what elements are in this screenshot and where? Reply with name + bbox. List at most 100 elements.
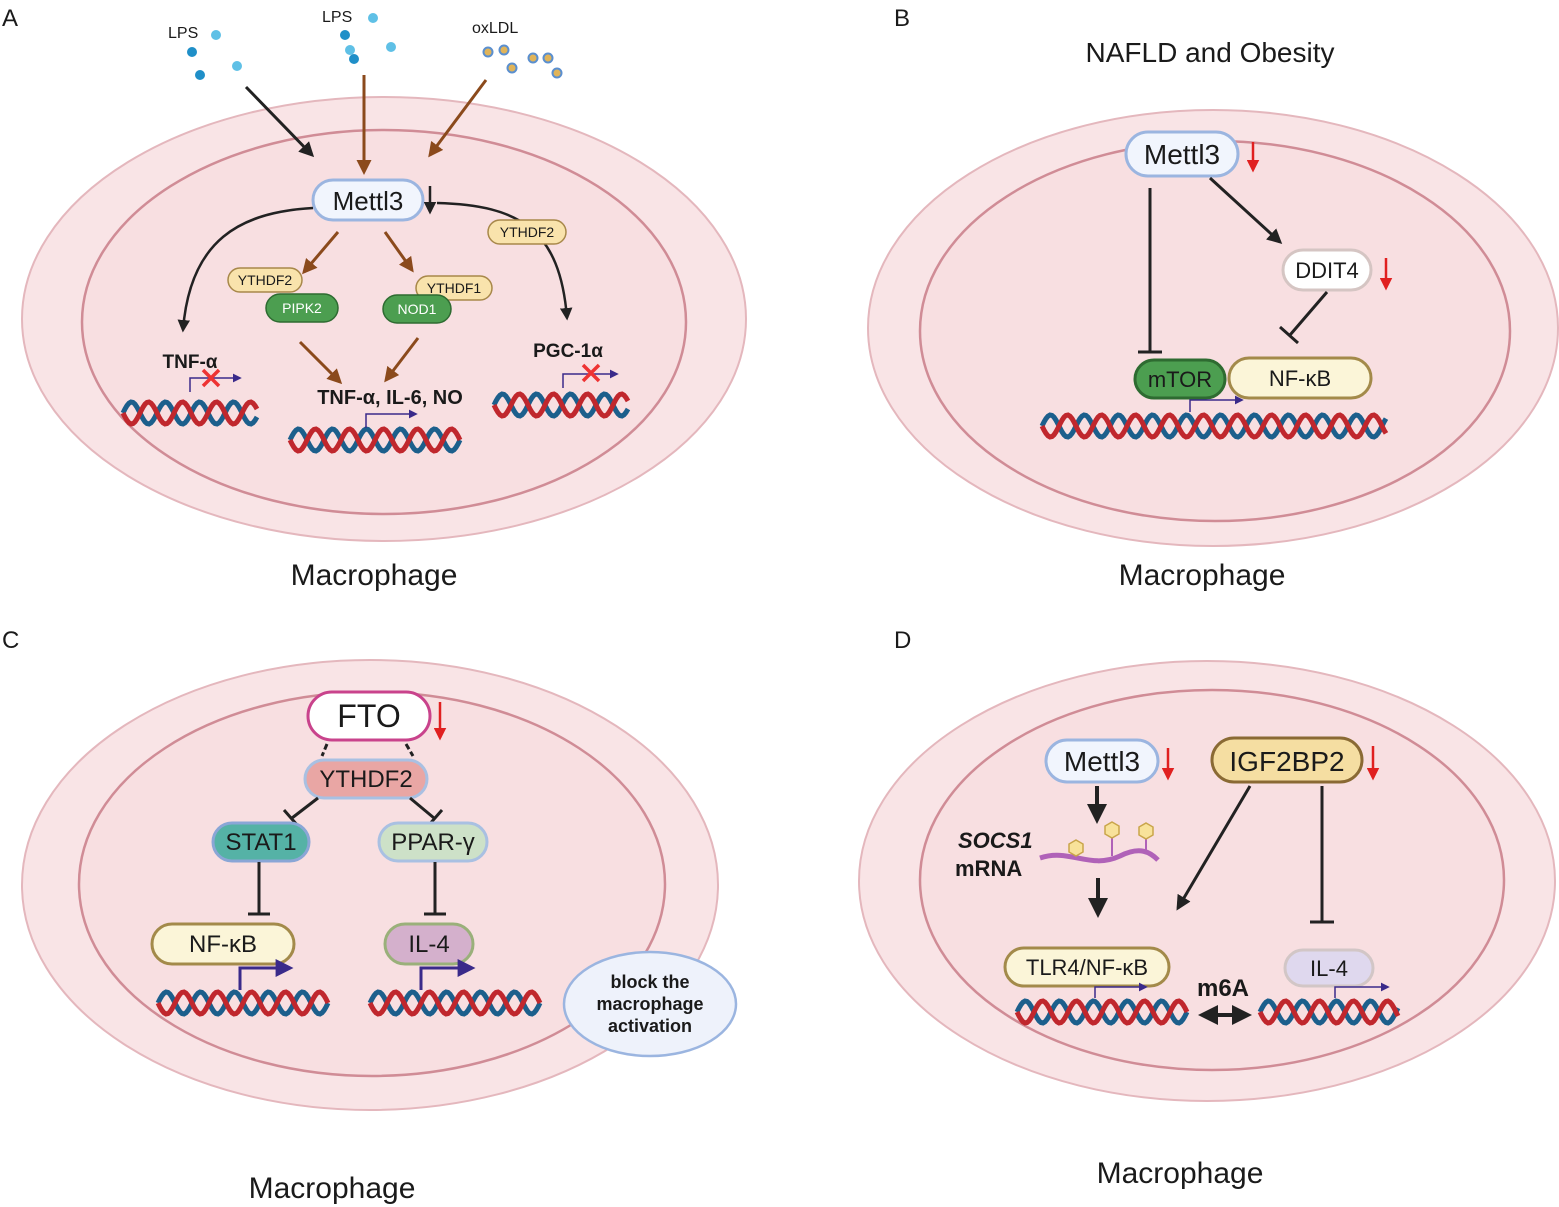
il4-box-c: [383, 922, 475, 966]
mettl3-label-d: Mettl3: [1064, 746, 1140, 777]
mettl3-label-b: Mettl3: [1144, 139, 1220, 170]
nucleus: [918, 139, 1512, 523]
block-x-icon: [201, 368, 221, 388]
dna-helix-il4-d: [1257, 998, 1401, 1026]
methyl-group-icon: [1068, 821, 1154, 857]
nfkb-box-c: [150, 922, 296, 966]
tss-arrow: [562, 369, 619, 388]
note-line-1: block the: [610, 972, 689, 992]
igf2bp2-box: [1210, 736, 1364, 784]
tlr4-nfkb-box: [1003, 946, 1171, 988]
inhibition-line: [291, 796, 319, 820]
ythdf2-right-box: [487, 219, 567, 245]
dna-helix-tlr4: [1014, 998, 1190, 1026]
mrna-strand: [1039, 848, 1160, 864]
panel-b-title: NAFLD and Obesity: [1086, 37, 1335, 68]
panel-d: D Mettl3 IGF2BP2 SOCS1 mRNA TLR4/NF-κB I…: [858, 627, 1556, 1190]
ythdf2-label-c: YTHDF2: [319, 766, 412, 793]
dna-strand: [1039, 412, 1389, 440]
panel-a-label: A: [2, 5, 18, 32]
dna-helix-cytokines: [287, 426, 463, 454]
pgc1a-label: PGC-1α: [533, 341, 603, 362]
nod1-box: [382, 294, 452, 324]
tss-arrow: [419, 959, 476, 990]
tss-arrow: [1334, 982, 1390, 998]
mtor-box: [1133, 358, 1227, 400]
panel-b-caption: Macrophage: [1119, 559, 1286, 592]
dna-strand: [1039, 412, 1389, 440]
mettl3-box-a: [311, 178, 425, 222]
ppar-gamma-label: PPAR-γ: [391, 829, 475, 856]
mettl3-box-b: [1124, 130, 1240, 178]
dna-strand: [491, 391, 631, 419]
fto-label: FTO: [337, 698, 400, 734]
tss-arrow: [365, 409, 418, 428]
dna-strand: [1014, 998, 1190, 1026]
stat1-label: STAT1: [225, 829, 296, 856]
mettl3-box-d: [1044, 738, 1160, 784]
il4-box-d: [1283, 948, 1375, 988]
fto-box: [306, 690, 432, 742]
pipk2-label: PIPK2: [282, 300, 322, 316]
tlr4-nfkb-label: TLR4/NF-κB: [1026, 955, 1148, 980]
tnf-alpha-label: TNF-α: [163, 352, 218, 373]
panel-d-caption: Macrophage: [1097, 1157, 1264, 1190]
lps-label-2: LPS: [322, 9, 352, 26]
panel-a: A LPS LPS oxLDL Mettl3: [2, 5, 747, 592]
pipk2-box: [265, 293, 339, 323]
ythdf1-box: [415, 275, 493, 301]
dna-helix-nfkb: [155, 989, 331, 1017]
tss-arrow: [1094, 982, 1148, 998]
dna-strand: [367, 989, 543, 1017]
lps-label-1: LPS: [168, 25, 198, 42]
dna-helix-b: [1039, 412, 1389, 440]
oxldl-label: oxLDL: [472, 20, 518, 37]
dna-helix-tnf: [120, 399, 260, 427]
mrna-label: mRNA: [955, 856, 1022, 881]
tss-arrow: [1189, 395, 1244, 412]
panel-c-caption: Macrophage: [249, 1172, 416, 1205]
mtor-label: mTOR: [1148, 367, 1212, 392]
panel-b-label: B: [894, 5, 910, 32]
ythdf2-left-label: YTHDF2: [238, 272, 293, 288]
panel-a-caption: Macrophage: [291, 559, 458, 592]
block-x-icon: [581, 363, 601, 383]
ppar-gamma-box: [377, 821, 489, 863]
dna-helix-il4: [367, 989, 543, 1017]
ddit4-box: [1281, 248, 1373, 292]
tss-arrow: [189, 373, 242, 392]
lps-particles: [187, 13, 396, 80]
dna-strand: [287, 426, 463, 454]
ddit4-label: DDIT4: [1295, 258, 1359, 283]
nod1-label: NOD1: [398, 301, 437, 317]
note-line-3: activation: [608, 1016, 692, 1036]
ythdf2-left-box: [227, 267, 303, 293]
stat1-box: [211, 821, 311, 863]
note-line-2: macrophage: [596, 994, 703, 1014]
ythdf2-box-c: [303, 758, 429, 800]
dna-strand: [120, 399, 260, 427]
ythdf2-right-label: YTHDF2: [500, 224, 555, 240]
socs1-label: SOCS1: [958, 828, 1033, 853]
inhibition-line: [1288, 291, 1329, 336]
dna-strand: [155, 989, 331, 1017]
nfkb-label-b: NF-κB: [1269, 366, 1331, 391]
ythdf1-label: YTHDF1: [427, 280, 482, 296]
tss-arrow: [238, 959, 294, 990]
panel-d-label: D: [894, 627, 911, 654]
igf2bp2-label: IGF2BP2: [1229, 746, 1344, 777]
oxldl-particles: [482, 44, 563, 79]
cytokines-label: TNF-α, IL-6, NO: [317, 387, 463, 409]
nfkb-label-c: NF-κB: [189, 931, 257, 958]
panel-c: C FTO YTHDF2 STAT1 PPAR-γ NF-κB IL-4 blo…: [2, 627, 738, 1205]
dna-helix-pgc1a: [491, 391, 631, 419]
panel-c-label: C: [2, 627, 19, 654]
inhibition-line: [409, 796, 435, 820]
il4-label-d: IL-4: [1310, 956, 1348, 981]
note-bubble: [562, 950, 738, 1058]
m6a-label: m6A: [1197, 975, 1249, 1002]
panel-b: B NAFLD and Obesity Mettl3 DDIT4 mTOR NF…: [867, 5, 1559, 592]
dna-strand: [1257, 998, 1401, 1026]
il4-label-c: IL-4: [408, 931, 449, 958]
